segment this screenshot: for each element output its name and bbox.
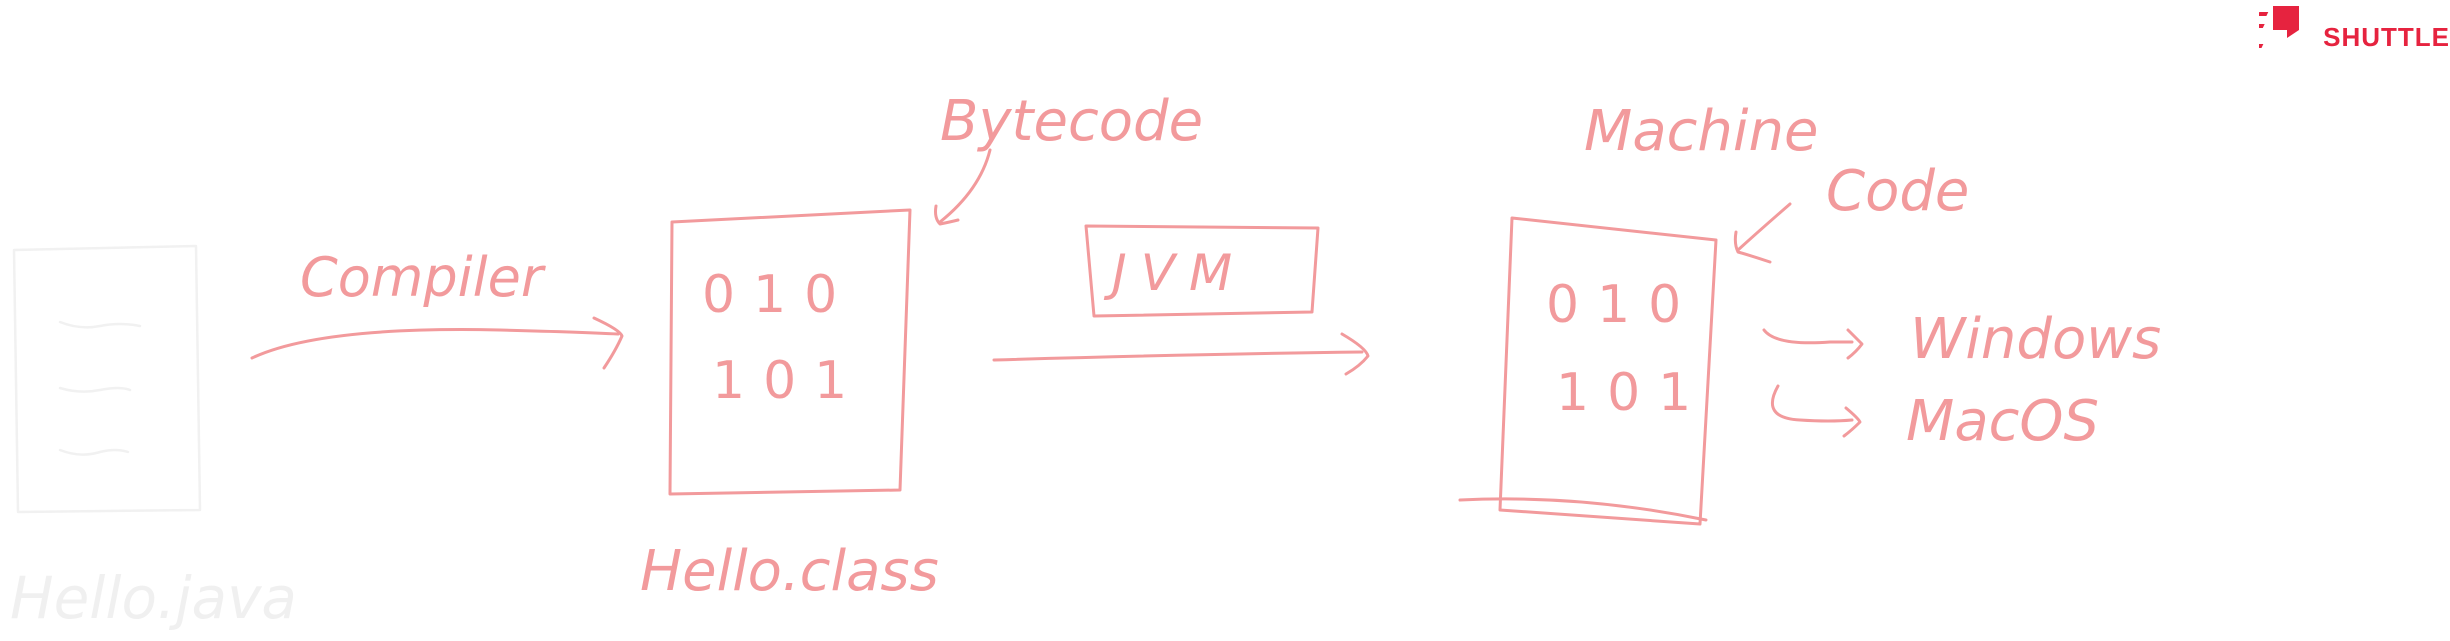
bytecode-pointer-head [934,204,960,226]
target-macos-label: MacOS [1906,389,2099,454]
compiler-arrow-head [592,316,624,370]
machine-label: Machine [1584,99,1818,164]
class-bits-row-2: 101 [712,351,865,411]
windows-arrow-shaft [1762,328,1854,345]
compiler-label: Compiler [300,246,546,309]
target-windows-label: Windows [1910,307,2161,372]
machine-code-outline [1498,216,1718,526]
source-file-line-2 [58,386,132,393]
jvm-stage: JVM [992,224,1370,376]
class-file-outline [668,208,912,496]
machine-code-box: 010 101 [1458,216,1718,526]
target-windows: Windows [1762,307,2161,372]
class-bits-row-1: 010 [702,265,855,325]
brand: SHUTTLE [2259,0,2450,60]
source-file-name: Hello.java [10,564,297,632]
brand-name: SHUTTLE [2323,21,2450,52]
macos-arrow-head [1842,406,1862,438]
target-macos: MacOS [1770,384,2099,454]
machine-code-base-stroke [1458,497,1708,522]
jvm-arrow-head [1340,332,1370,376]
windows-arrow-head [1846,328,1864,360]
jvm-label: JVM [1103,244,1246,302]
machine-code-pointer [1736,202,1792,252]
jvm-arrow-shaft [992,350,1364,362]
bytecode-label: Bytecode [940,89,1203,154]
compiler-arrow: Compiler [250,246,624,370]
machine-bits-row-1: 010 [1546,275,1699,335]
macos-arrow-shaft [1770,384,1854,423]
machine-bits-row-2: 101 [1556,363,1709,423]
class-file-name: Hello.class [640,539,939,604]
shuttle-logo-icon [2259,6,2300,48]
machine-label-code: Code [1826,159,1969,224]
source-file-line-3 [58,448,130,456]
source-file-ghost: Hello.java [10,244,297,632]
class-file-box: 010 101 Hello.class [640,208,939,604]
bytecode-annotation: Bytecode [934,89,1203,226]
machine-code-annotation: Machine Code [1584,99,1969,264]
jvm-box [1084,224,1320,318]
source-file-line-1 [58,320,142,329]
bytecode-pointer [938,148,992,224]
source-file-page [12,244,202,514]
compiler-arrow-shaft [250,328,620,360]
machine-code-pointer-head [1733,230,1772,264]
